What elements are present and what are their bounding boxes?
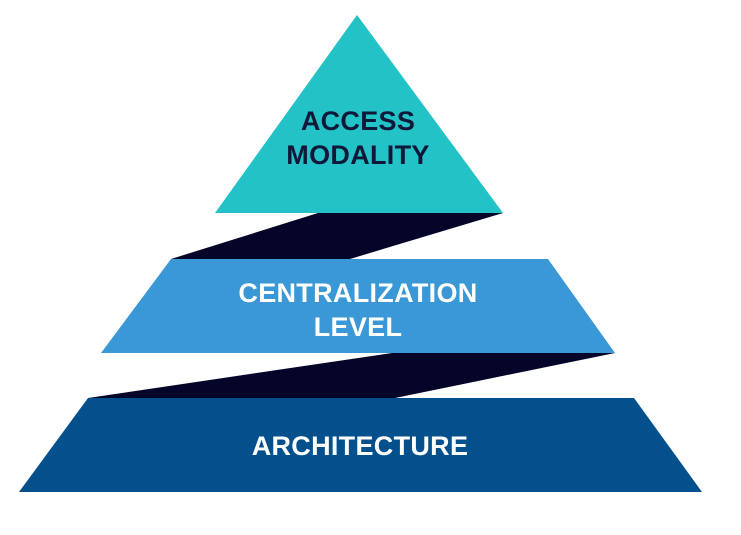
- tier-access-modality-label-line-1: ACCESS: [301, 106, 415, 136]
- connector-middle-bottom: [88, 353, 615, 398]
- tier-architecture: [19, 398, 702, 492]
- tier-centralization-level-label-line-1: CENTRALIZATION: [238, 278, 477, 308]
- connector-top-middle: [171, 213, 503, 259]
- tier-centralization-level-label-line-2: LEVEL: [314, 312, 403, 342]
- tier-architecture-label: ARCHITECTURE: [252, 431, 469, 461]
- tier-centralization-level: [101, 259, 615, 353]
- tier-access-modality-label-line-2: MODALITY: [286, 140, 429, 170]
- tier-access-modality: [215, 15, 503, 213]
